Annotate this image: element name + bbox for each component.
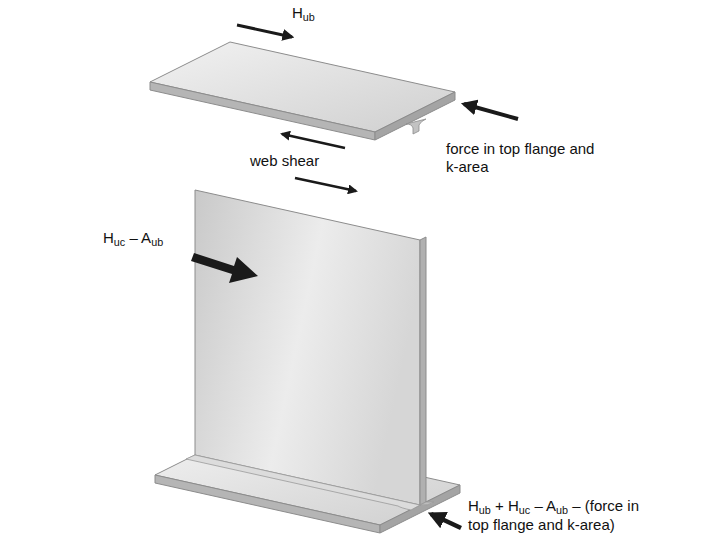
text-run: ub bbox=[556, 504, 568, 516]
shear-arrow bbox=[295, 178, 356, 191]
text-run: ub bbox=[479, 504, 491, 516]
text-run: H bbox=[292, 4, 303, 21]
force-label: Hub bbox=[292, 4, 315, 23]
force-label: force in top flange and k-area bbox=[446, 140, 608, 176]
text-run: H bbox=[103, 229, 114, 246]
text-run: ub bbox=[151, 236, 163, 248]
force-arrow bbox=[464, 104, 518, 119]
text-run: H bbox=[508, 497, 519, 514]
text-run: ub bbox=[303, 11, 315, 23]
text-run: uc bbox=[114, 236, 125, 248]
text-run: + bbox=[491, 497, 508, 514]
force-label: Huc – Aub bbox=[103, 229, 163, 248]
text-run: – bbox=[125, 229, 141, 246]
web-end bbox=[420, 237, 426, 505]
force-arrow bbox=[431, 514, 461, 528]
text-run: – bbox=[530, 497, 546, 514]
text-run: force in top flange and k-area bbox=[446, 140, 594, 175]
text-run: uc bbox=[519, 504, 530, 516]
text-run: A bbox=[141, 229, 151, 246]
text-run: web shear bbox=[250, 152, 319, 169]
force-label: web shear bbox=[250, 152, 319, 170]
k-area-stub bbox=[406, 119, 426, 134]
web-face bbox=[195, 190, 420, 505]
text-run: A bbox=[546, 497, 556, 514]
force-arrow bbox=[191, 253, 258, 283]
top-flange-edge bbox=[150, 82, 375, 140]
force-label: Hub + Huc – Aub – (force in top flange a… bbox=[468, 497, 650, 534]
k-area-fillet-end bbox=[420, 502, 434, 505]
force-arrow bbox=[237, 25, 292, 37]
k-area-fillet bbox=[186, 455, 420, 510]
shear-arrow bbox=[282, 134, 345, 148]
text-run: H bbox=[468, 497, 479, 514]
top-flange-end bbox=[375, 92, 455, 140]
